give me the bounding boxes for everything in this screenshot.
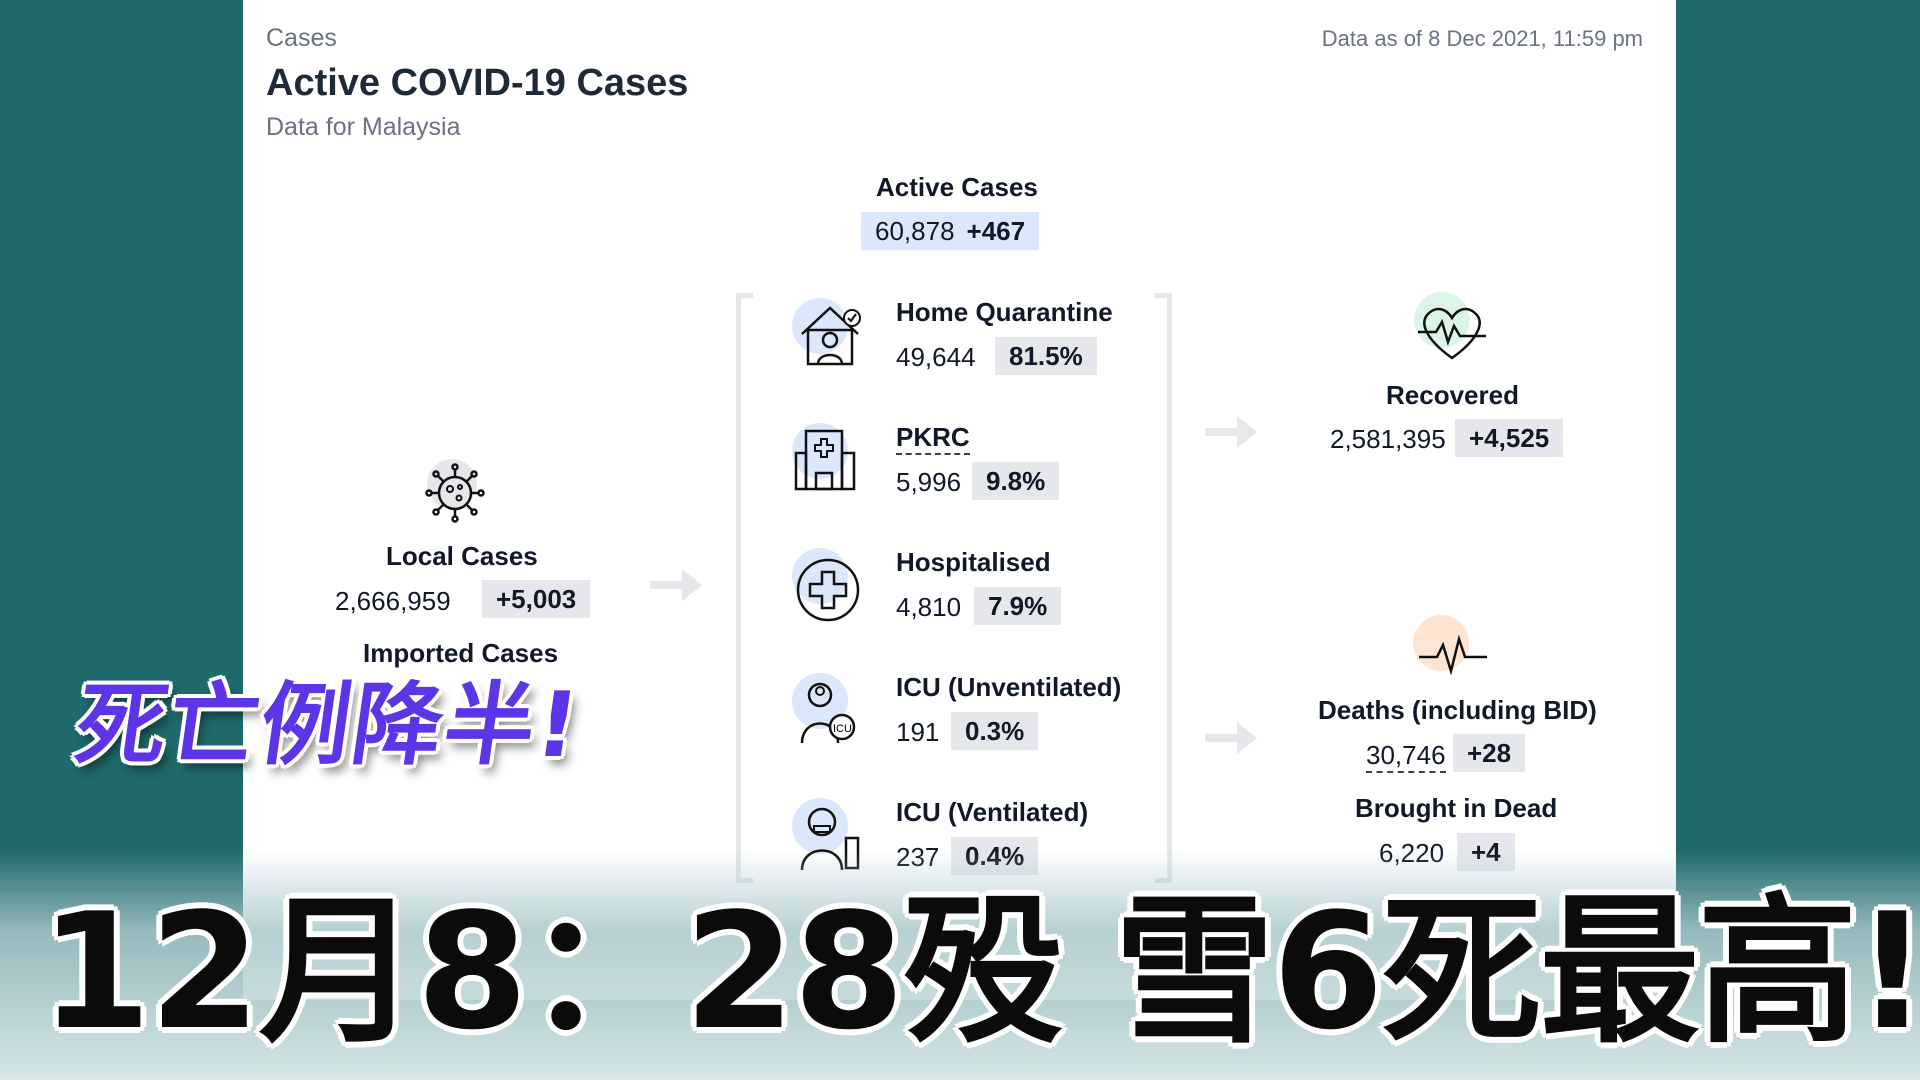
virus-icon bbox=[423, 455, 499, 531]
category-label: Home Quarantine bbox=[896, 297, 1113, 327]
category-percent: 81.5% bbox=[995, 337, 1097, 375]
page-title: Active COVID-19 Cases bbox=[266, 62, 689, 104]
deaths-value[interactable]: 30,746 bbox=[1366, 740, 1446, 773]
bottom-gradient-band bbox=[0, 850, 1920, 1080]
svg-text:ICU: ICU bbox=[833, 723, 852, 735]
recovered-delta: +4,525 bbox=[1455, 419, 1564, 457]
deaths-delta: +28 bbox=[1453, 734, 1526, 772]
local-cases-label: Local Cases bbox=[386, 541, 538, 571]
category-value: 4,810 bbox=[896, 592, 962, 622]
recovered-value: 2,581,395 bbox=[1330, 424, 1446, 454]
bracket-right bbox=[1155, 293, 1172, 883]
category-value: 191 bbox=[896, 717, 940, 747]
category-label: ICU (Unventilated) bbox=[896, 672, 1122, 702]
section-label: Cases bbox=[266, 24, 337, 52]
category-value: 5,996 bbox=[896, 467, 962, 497]
ventilator-patient-icon bbox=[792, 798, 868, 874]
active-cases-label: Active Cases bbox=[876, 172, 1038, 202]
hospital-cross-icon bbox=[792, 548, 868, 624]
category-percent: 9.8% bbox=[972, 462, 1060, 500]
active-cases-delta: +467 bbox=[966, 216, 1026, 246]
headline-bottom: 12月8：28殁 雪6死最高! bbox=[40, 878, 1920, 1065]
quarantine-centre-icon bbox=[792, 423, 868, 499]
pulse-line-icon bbox=[1413, 615, 1489, 691]
page-subtitle: Data for Malaysia bbox=[266, 113, 461, 141]
category-label: ICU (Ventilated) bbox=[896, 797, 1089, 827]
category-value: 49,644 bbox=[896, 342, 976, 372]
local-cases-delta: +5,003 bbox=[482, 580, 591, 618]
active-cases-badge: 60,878 +467 bbox=[861, 212, 1040, 250]
category-label[interactable]: PKRC bbox=[896, 422, 970, 455]
imported-cases-label: Imported Cases bbox=[363, 638, 559, 668]
category-percent: 0.3% bbox=[951, 712, 1039, 750]
active-cases-value: 60,878 bbox=[875, 216, 955, 246]
category-percent: 7.9% bbox=[974, 587, 1062, 625]
covid-dashboard-panel: Cases Data as of 8 Dec 2021, 11:59 pm Ac… bbox=[243, 0, 1676, 1000]
arrow-right-icon bbox=[1205, 416, 1257, 448]
home-quarantine-icon bbox=[792, 298, 868, 374]
heart-rate-icon bbox=[1414, 292, 1490, 368]
local-cases-value: 2,666,959 bbox=[335, 586, 451, 616]
category-label: Hospitalised bbox=[896, 547, 1051, 577]
data-as-of-timestamp: Data as of 8 Dec 2021, 11:59 pm bbox=[1321, 26, 1643, 51]
recovered-label: Recovered bbox=[1386, 380, 1519, 410]
arrow-right-icon bbox=[650, 569, 702, 601]
deaths-label: Deaths (including BID) bbox=[1318, 695, 1597, 725]
arrow-right-icon bbox=[1205, 722, 1257, 754]
bid-label: Brought in Dead bbox=[1355, 793, 1558, 823]
bracket-left bbox=[736, 293, 753, 883]
icu-doctor-icon: ICU bbox=[792, 673, 868, 749]
headline-top: 死亡例降半! bbox=[69, 673, 588, 778]
